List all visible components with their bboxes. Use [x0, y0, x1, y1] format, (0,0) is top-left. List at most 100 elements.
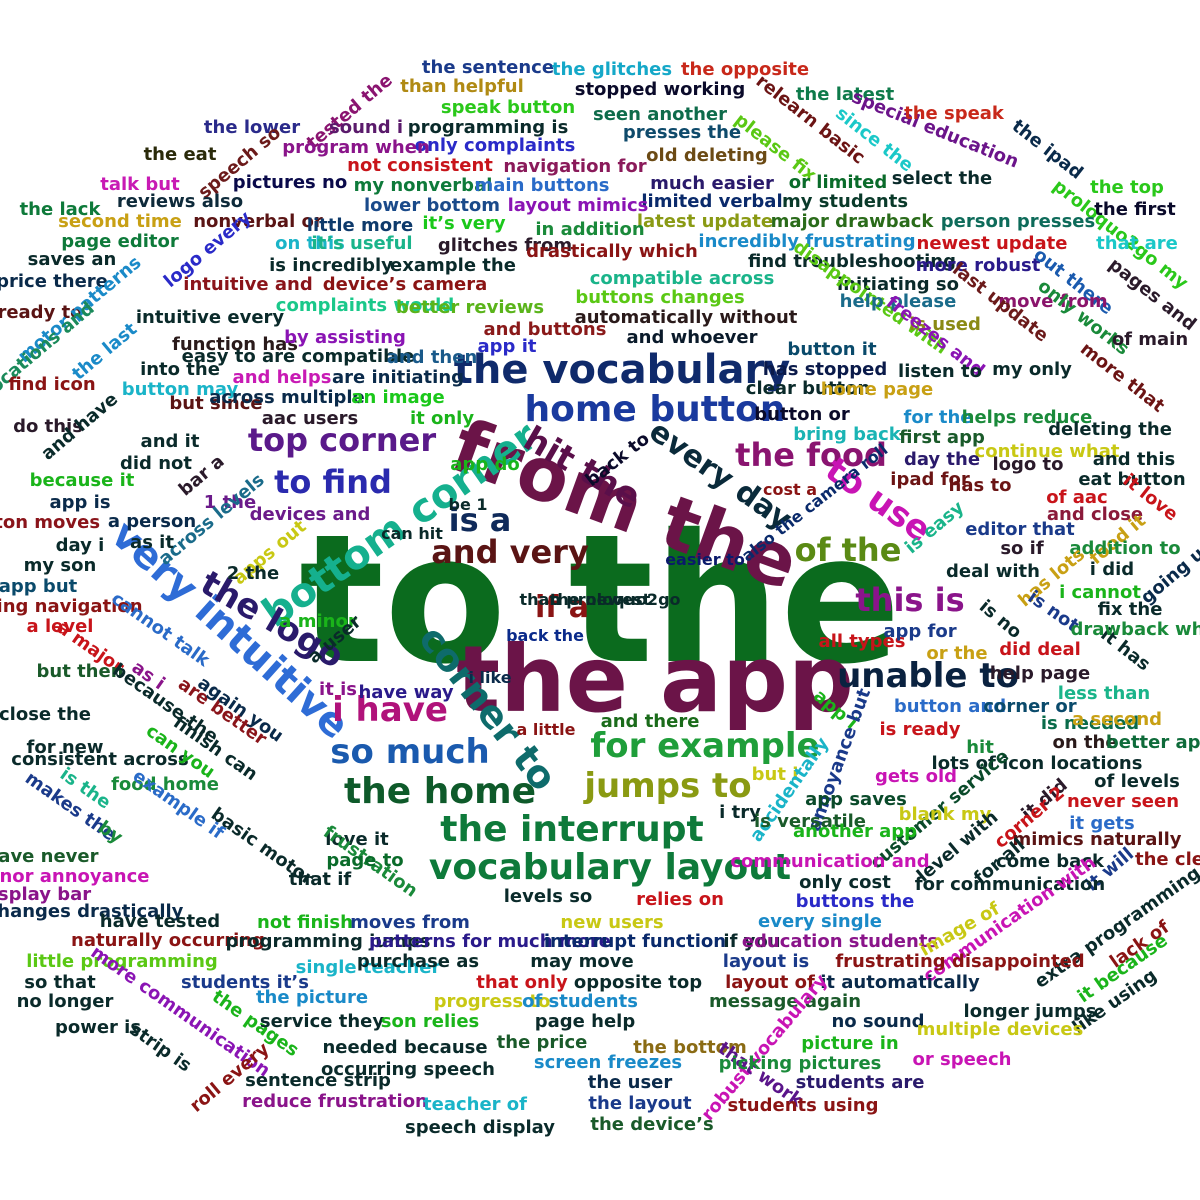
cloud-word: or the — [926, 643, 988, 664]
cloud-word: the top — [1090, 177, 1164, 198]
cloud-word: major drawback — [770, 211, 934, 232]
cloud-word: and then — [386, 347, 478, 368]
cloud-word: the speak — [904, 103, 1004, 124]
cloud-word: for communication — [914, 874, 1106, 895]
cloud-word: or limited — [788, 172, 888, 193]
cloud-word: picking pictures — [718, 1053, 882, 1074]
cloud-word: and close — [1046, 504, 1144, 525]
cloud-word: logo to — [992, 454, 1064, 475]
cloud-word: the eat — [143, 144, 217, 165]
cloud-word: did not — [120, 453, 192, 474]
cloud-word: corner or — [983, 696, 1077, 717]
cloud-word: button it — [787, 339, 877, 360]
cloud-word: page editor — [61, 231, 179, 252]
cloud-word: the ipad — [1007, 115, 1087, 184]
cloud-word: day the — [903, 449, 981, 470]
cloud-word: my nonverbal — [353, 175, 493, 196]
cloud-word: reviews also — [116, 191, 244, 212]
cloud-word: nonverbal or — [193, 211, 323, 232]
cloud-word: on this — [275, 233, 345, 254]
cloud-word: strip is — [125, 1018, 196, 1077]
cloud-word: for new — [26, 737, 104, 758]
cloud-word: incredibly frustrating — [698, 231, 916, 252]
cloud-word: by assisting — [284, 327, 406, 348]
cloud-word: 2 the — [226, 563, 280, 584]
cloud-word: the newest — [549, 590, 651, 609]
cloud-word: talk but — [100, 174, 180, 195]
cloud-word: close the — [0, 704, 92, 725]
cloud-word: occurring speech — [321, 1059, 495, 1080]
cloud-word: than helpful — [400, 76, 524, 97]
cloud-word: automatically without — [574, 307, 798, 328]
cloud-word: is versatile — [754, 811, 866, 832]
cloud-word: of students — [522, 991, 638, 1012]
cloud-word: it automatically — [820, 972, 980, 993]
cloud-word: but since — [169, 393, 263, 414]
cloud-word: students using — [727, 1095, 879, 1116]
cloud-word: my students — [781, 191, 909, 212]
cloud-word: service they — [259, 1011, 385, 1032]
cloud-word: this is — [855, 581, 965, 619]
cloud-word: gets old — [874, 766, 958, 787]
cloud-word: drastically which — [526, 241, 698, 262]
cloud-word: it’s useful — [311, 233, 413, 254]
cloud-word: little programming — [26, 951, 218, 972]
cloud-word: newest update — [916, 233, 1068, 254]
cloud-word: reduce frustration — [242, 1091, 428, 1112]
cloud-word: did deal — [999, 639, 1081, 660]
cloud-word: if a — [534, 590, 590, 625]
cloud-word: be 1 — [448, 495, 488, 514]
cloud-word: drawback when — [1070, 619, 1200, 640]
cloud-word: the clear — [1135, 849, 1200, 870]
cloud-word: for example — [590, 726, 820, 766]
cloud-word: it is — [319, 679, 357, 700]
cloud-word: communication and — [730, 851, 930, 872]
cloud-word: button may — [121, 379, 239, 400]
cloud-word: saves an — [27, 249, 117, 270]
cloud-word: less than — [1057, 683, 1151, 704]
cloud-word: longer jumps — [963, 1001, 1097, 1022]
cloud-word: of main — [1111, 329, 1189, 350]
cloud-word: than proloquo2go — [519, 590, 681, 609]
cloud-word: display bar — [0, 884, 92, 905]
cloud-word: program when — [282, 137, 430, 158]
cloud-word: stopped working — [574, 79, 746, 100]
cloud-word: the first — [1094, 199, 1176, 220]
cloud-word: lots of icon locations — [931, 753, 1143, 774]
cloud-word: app saves — [805, 789, 907, 810]
cloud-word: so that — [24, 972, 96, 993]
cloud-word: frustrating disappointed — [835, 951, 1085, 972]
cloud-word: so if — [1000, 538, 1044, 559]
cloud-word: has stopped — [762, 359, 888, 380]
cloud-word: the food — [735, 436, 887, 474]
cloud-word: home page — [820, 379, 934, 400]
cloud-word: the home — [343, 771, 537, 812]
cloud-word: is needed — [1040, 713, 1140, 734]
cloud-word: levels so — [503, 886, 593, 907]
cloud-word: buttons the — [795, 891, 915, 912]
cloud-word: function has — [171, 334, 299, 355]
cloud-word: needed because — [322, 1037, 488, 1058]
cloud-word: find troubleshooting — [748, 251, 956, 272]
cloud-word: ipad for — [890, 469, 970, 490]
cloud-word: app is — [49, 492, 111, 513]
cloud-word: programming is — [407, 117, 569, 138]
cloud-word: first app — [899, 427, 985, 448]
cloud-word: opposite top — [573, 972, 703, 993]
cloud-word: if you — [723, 931, 781, 952]
cloud-word: help page — [989, 663, 1091, 684]
cloud-word: addition to — [1069, 538, 1181, 559]
cloud-word: speech display — [405, 1117, 555, 1138]
cloud-word: the user — [587, 1072, 673, 1093]
cloud-word: can hit — [381, 524, 443, 543]
cloud-word: as it — [130, 532, 174, 553]
cloud-word: interrupt function — [543, 931, 727, 952]
cloud-word: son relies — [380, 1011, 480, 1032]
cloud-word: button and — [893, 696, 1007, 717]
cloud-word: it’s very — [422, 213, 506, 234]
cloud-word: but then — [36, 661, 124, 682]
cloud-word: a person — [107, 511, 197, 532]
cloud-word: love it — [325, 829, 389, 850]
cloud-word: of the — [794, 531, 902, 569]
